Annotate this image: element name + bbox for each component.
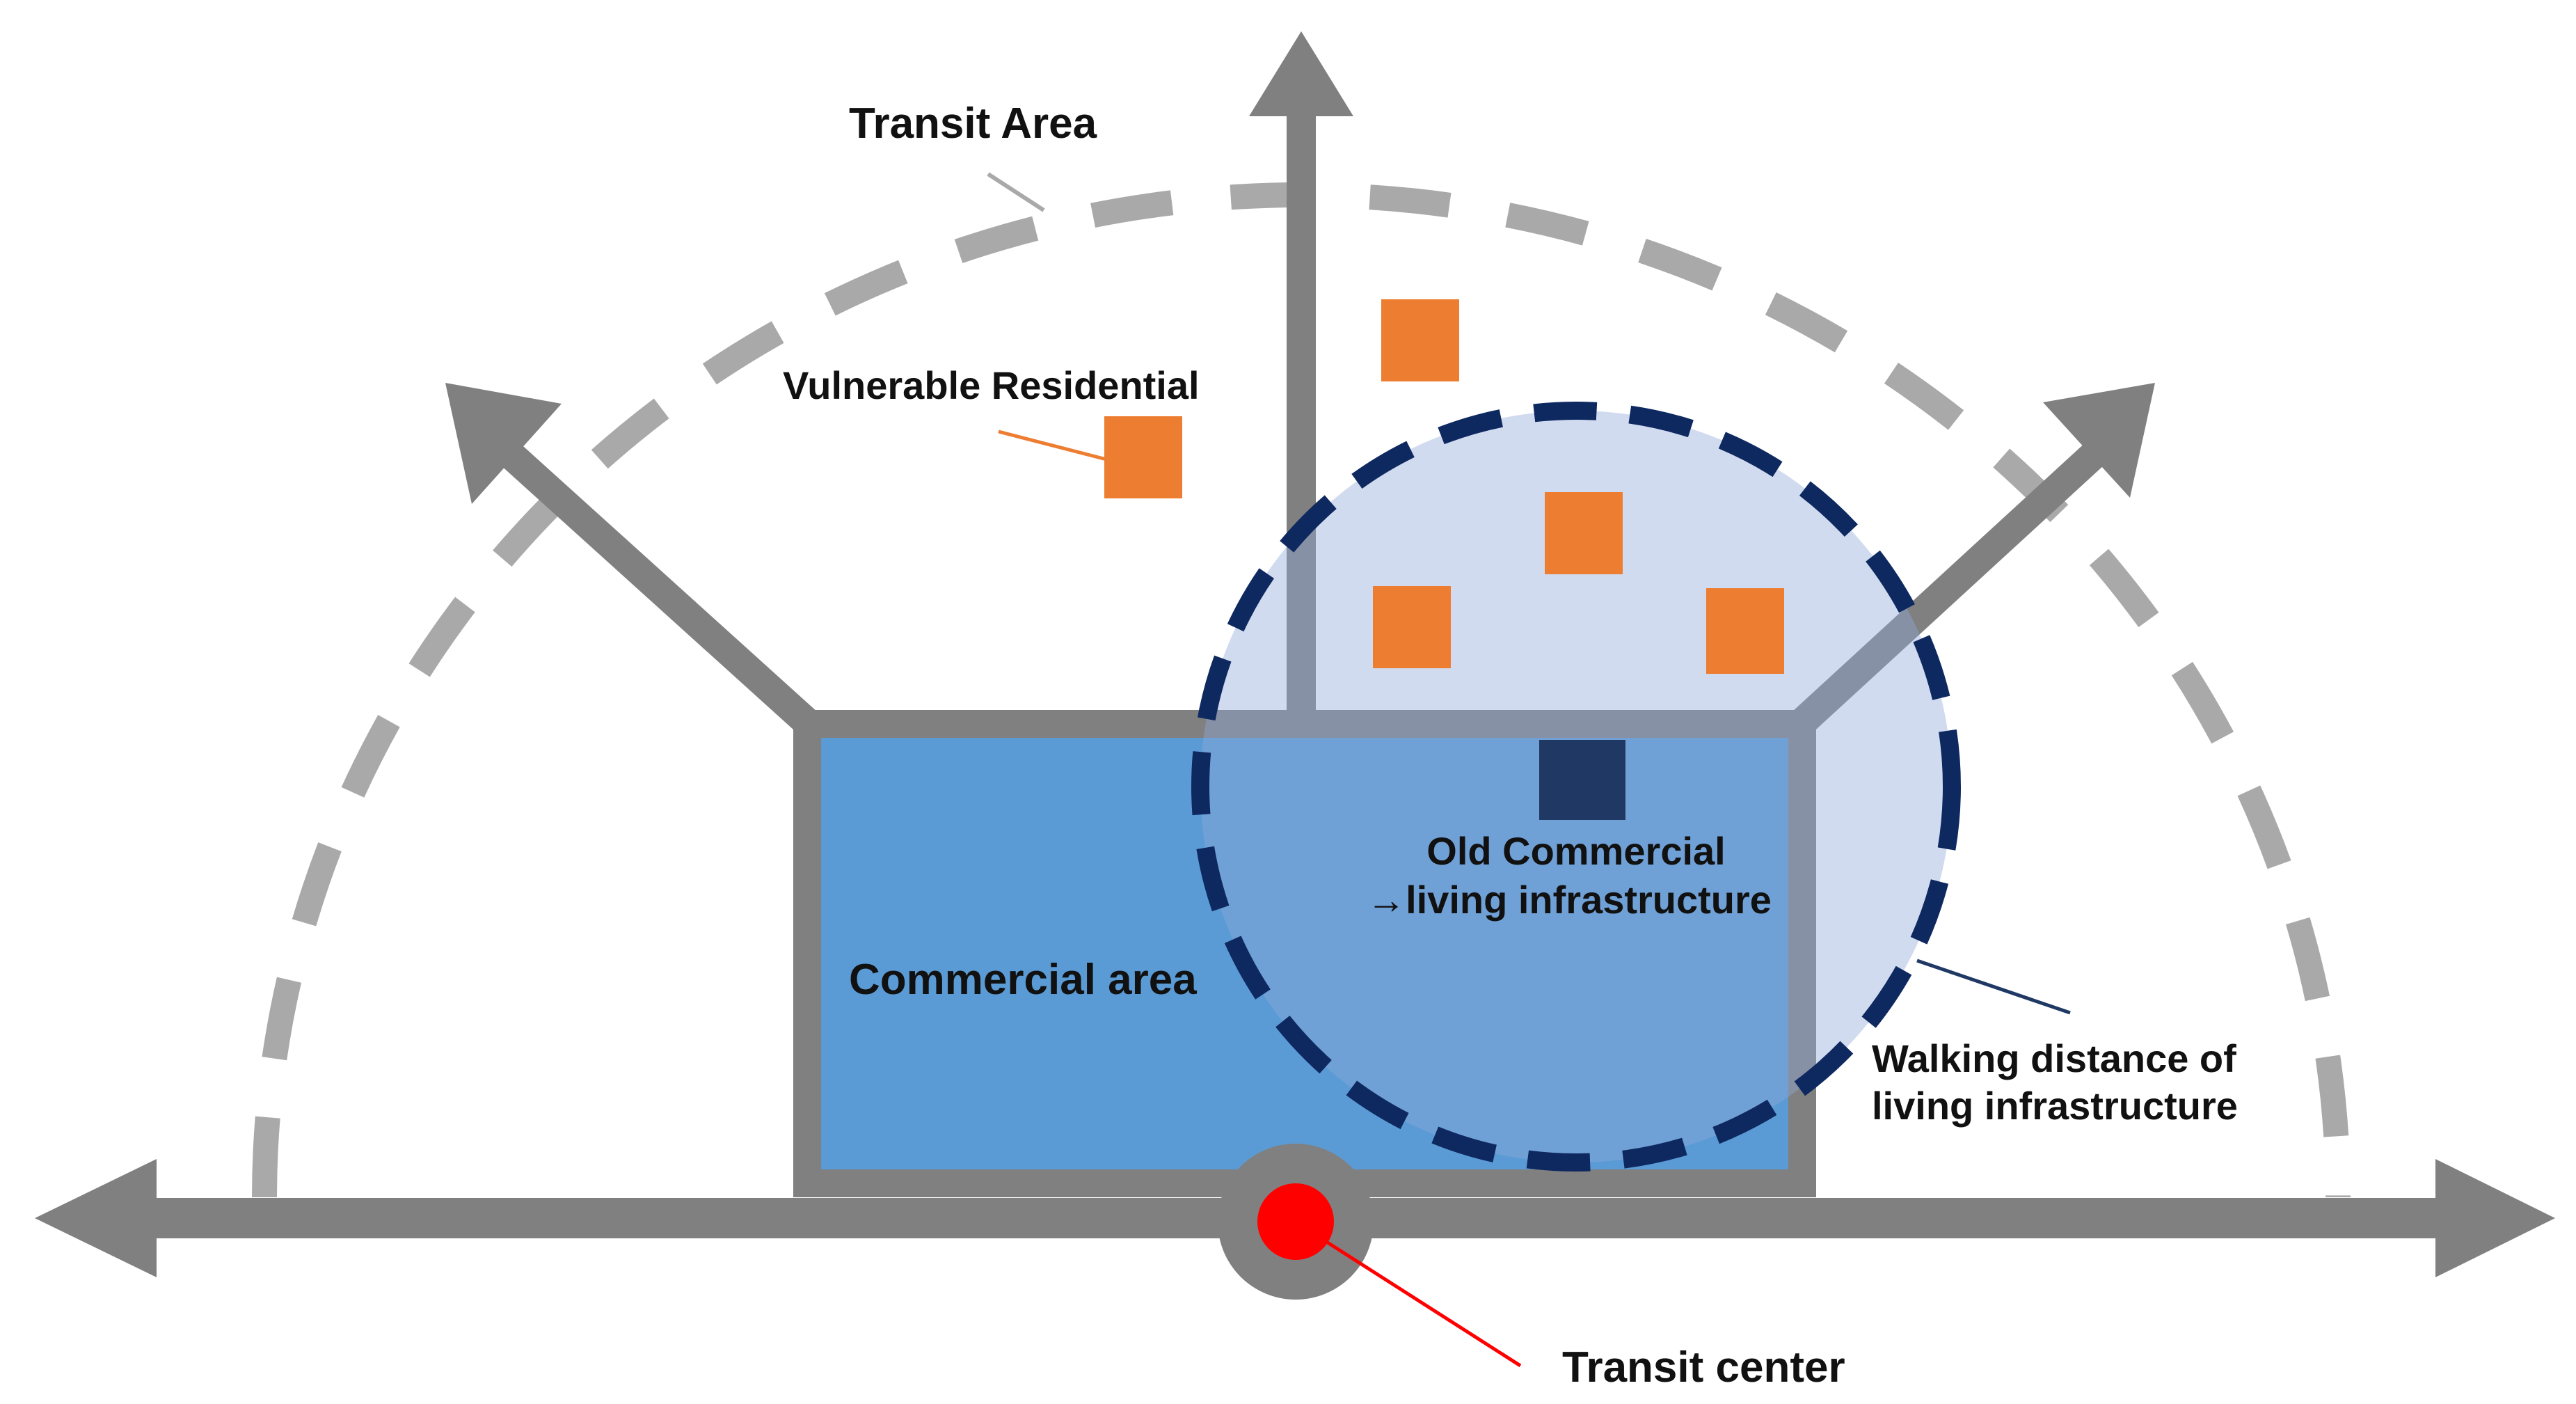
transit-area-label: Transit Area	[849, 100, 1097, 148]
road-left-diagonal-arrowhead	[445, 383, 562, 504]
leader-walking-distance	[1916, 959, 2071, 1015]
walking-distance-label-line1: Walking distance of	[1872, 1036, 2236, 1080]
commercial-area-label: Commercial area	[849, 956, 1197, 1004]
residential-square	[1706, 588, 1784, 674]
leader-vulnerable-residential	[998, 429, 1107, 462]
old-commercial-label-line1: Old Commercial	[1426, 829, 1725, 873]
old-commercial-label-line2: →living infrastructure	[1367, 878, 1772, 922]
main-road-right-arrowhead	[2435, 1159, 2555, 1277]
walking-distance-label-line2: living infrastructure	[1872, 1084, 2238, 1128]
transit-center-dot	[1257, 1183, 1334, 1260]
road-right-diagonal-arrowhead	[2043, 383, 2155, 498]
vulnerable-residential-square	[1104, 416, 1182, 498]
road-network	[445, 31, 2155, 739]
residential-square	[1545, 492, 1623, 574]
main-road-left-arrowhead	[35, 1159, 157, 1277]
road-vertical-arrowhead	[1249, 31, 1353, 116]
vulnerable-residential-label: Vulnerable Residential	[783, 363, 1200, 407]
leader-transit-center	[1321, 1237, 1522, 1368]
road-right-diagonal	[1786, 438, 2110, 739]
residential-square	[1373, 586, 1451, 668]
residential-square	[1381, 299, 1459, 381]
transit-center-label: Transit center	[1562, 1343, 1845, 1391]
leader-transit-area	[987, 172, 1045, 212]
old-commercial-square	[1539, 740, 1625, 820]
commercial-area-block	[793, 710, 1816, 1197]
road-left-diagonal	[494, 438, 823, 739]
